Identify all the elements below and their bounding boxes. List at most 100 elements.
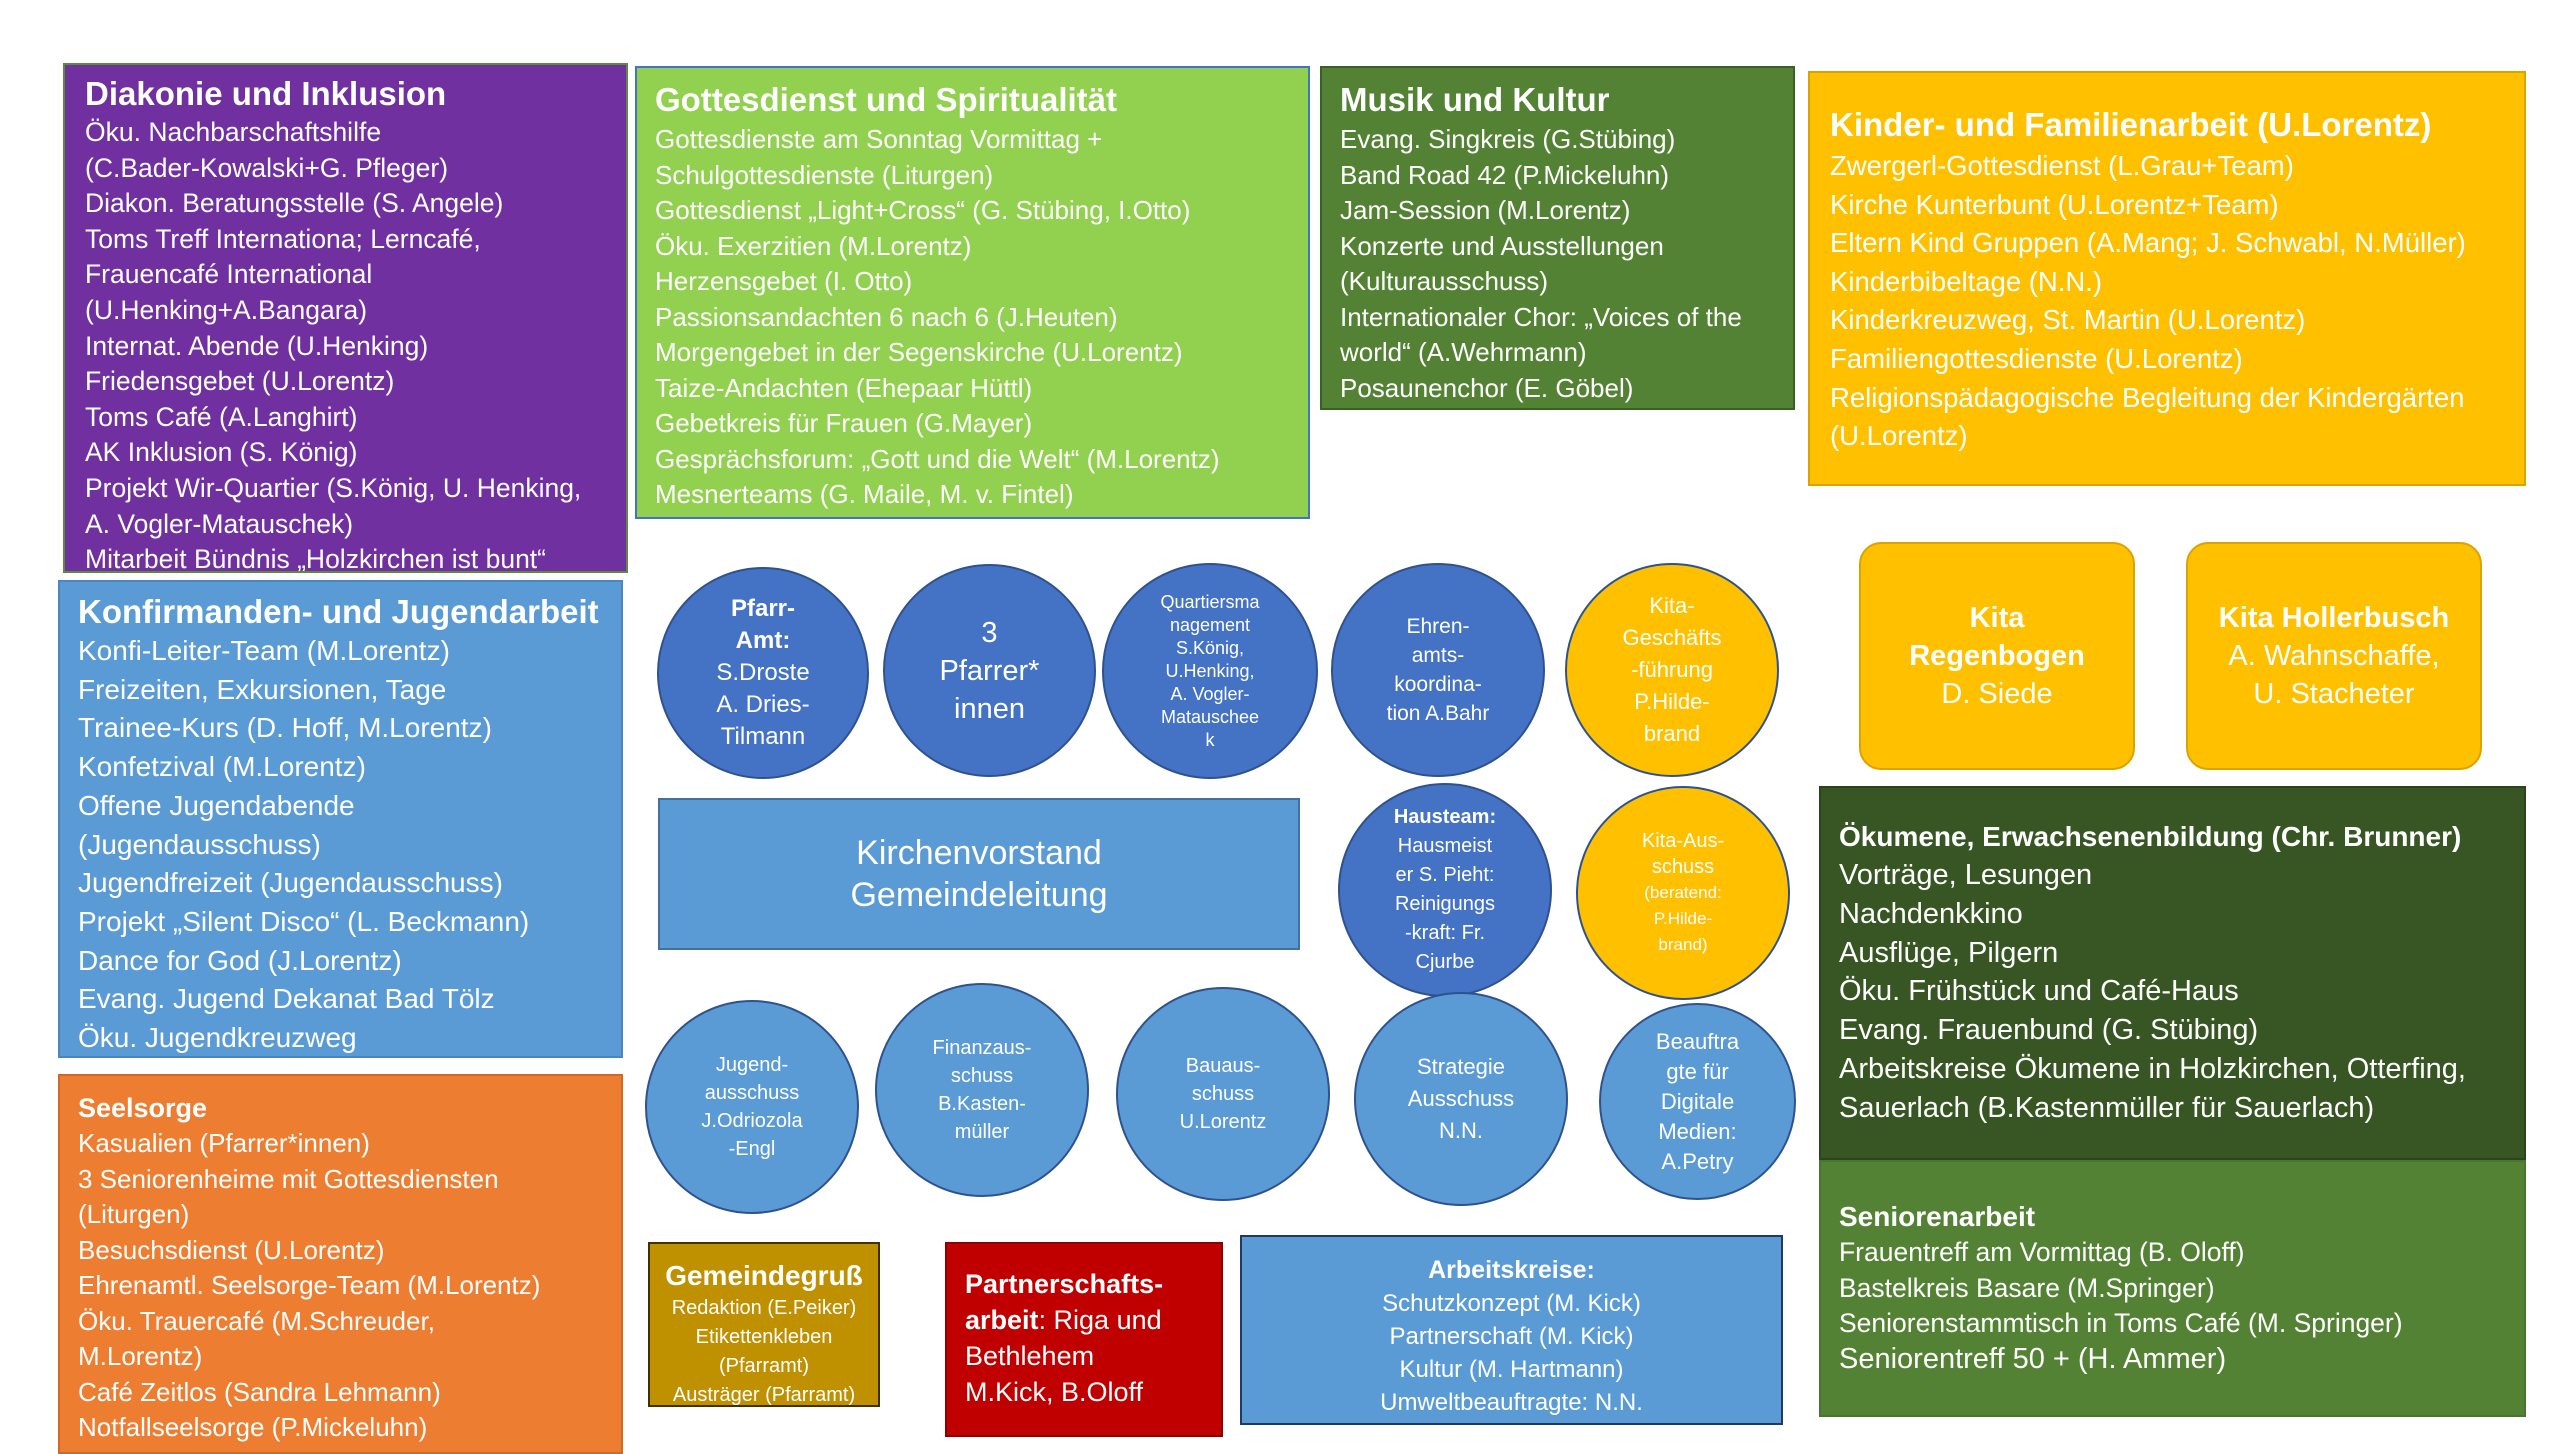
list-item: Internationaler Chor: „Voices of the xyxy=(1340,301,1742,332)
list-item: Konfi-Leiter-Team (M.Lorentz) xyxy=(78,635,450,666)
circle-text: er S. Pieht: xyxy=(1395,864,1495,886)
circle-text: S.Droste xyxy=(716,659,810,686)
senioren-title: Seniorenarbeit xyxy=(1839,1201,2036,1232)
list-item: Notfallseelsorge (P.Mickeluhn) xyxy=(78,1412,428,1442)
circle-text: Kita- xyxy=(1649,593,1695,618)
list-item: Familiengottesdienste (U.Lorentz) xyxy=(1830,342,2243,374)
gottesdienst-box: Gottesdienst und Spiritualität Gottesdie… xyxy=(635,66,1310,519)
list-item: Sauerlach (B.Kastenmüller für Sauerlach) xyxy=(1839,1091,2375,1124)
senioren-box: Seniorenarbeit Frauentreff am Vormittag … xyxy=(1819,1160,2526,1417)
ehrenamt-circle: Ehren- amts- koordina- tion A.Bahr xyxy=(1331,563,1545,777)
circle-text: -führung xyxy=(1631,657,1713,682)
arbeitskreise-box: Arbeitskreise: Schutzkonzept (M. Kick) P… xyxy=(1240,1235,1783,1425)
list-item: A. Vogler-Matauschek) xyxy=(85,508,354,539)
list-item: Schulgottesdienste (Liturgen) xyxy=(655,159,994,190)
arbeitskreise-title: Arbeitskreise: xyxy=(1428,1256,1595,1284)
circle-text: koordina- xyxy=(1394,673,1482,696)
circle-text: Matauschee xyxy=(1160,706,1260,727)
circle-text: -Engl xyxy=(728,1138,776,1160)
list-item: Trainee-Kurs (D. Hoff, M.Lorentz) xyxy=(78,712,492,744)
list-item: Eltern Kind Gruppen (A.Mang; J. Schwabl,… xyxy=(1830,227,2466,259)
list-item: Mitarbeit Bündnis „Holzkirchen ist bunt“ xyxy=(85,544,546,573)
list-item: Dance for God (J.Lorentz) xyxy=(78,944,402,976)
circle-text: Jugend- xyxy=(715,1054,789,1076)
list-item: AK Inklusion (S. König) xyxy=(85,437,358,468)
list-item: Religionspädagogische Begleitung der Kin… xyxy=(1830,381,2465,413)
konfi-title: Konfirmanden- und Jugendarbeit xyxy=(78,593,599,630)
circle-text: Bauaus- xyxy=(1185,1055,1261,1077)
musik-list: Evang. Singkreis (G.Stübing) Band Road 4… xyxy=(1340,122,1793,406)
circle-text: P.Hilde- xyxy=(1634,689,1710,714)
list-item: (Liturgen) xyxy=(78,1199,190,1229)
arbeitskreise-list: Schutzkonzept (M. Kick) Partnerschaft (M… xyxy=(1242,1287,1781,1419)
list-item: Besuchsdienst (U.Lorentz) xyxy=(78,1234,385,1265)
circle-text: Kita-Aus- xyxy=(1641,830,1725,852)
list-item: Friedensgebet (U.Lorentz) xyxy=(85,366,395,397)
kinder-list: Zwergerl-Gottesdienst (L.Grau+Team) Kirc… xyxy=(1830,147,2524,456)
list-item: Öku. Trauercafé (M.Schreuder, xyxy=(78,1305,435,1336)
circle-text: Strategie xyxy=(1416,1054,1506,1079)
musik-title: Musik und Kultur xyxy=(1340,81,1610,118)
circle-text: Ehren- xyxy=(1406,615,1470,638)
list-item: Mesnerteams (G. Maile, M. v. Fintel) xyxy=(655,479,1074,509)
list-item: Kirche Kunterbunt (U.Lorentz+Team) xyxy=(1830,188,2279,220)
list-item: M.Kick, B.Oloff xyxy=(965,1377,1144,1407)
list-item: Ausflüge, Pilgern xyxy=(1839,936,2059,969)
pfarramt-circle: Pfarr- Amt: S.Droste A. Dries- Tilmann xyxy=(657,567,869,779)
circle-text: Ausschuss xyxy=(1407,1086,1515,1111)
seelsorge-title: Seelsorge xyxy=(78,1093,208,1123)
list-item: Öku. Jugendkreuzweg xyxy=(78,1022,357,1054)
circle-text: 3 xyxy=(981,616,998,649)
list-item: (Kulturausschuss) xyxy=(1340,266,1549,296)
circle-text: gte für xyxy=(1666,1058,1729,1084)
partnerschaft-title: Partnerschafts- xyxy=(965,1269,1164,1299)
list-item: Projekt „Silent Disco“ (L. Beckmann) xyxy=(78,905,530,937)
list-item: (U.Henking+A.Bangara) xyxy=(85,294,368,325)
list-item: Arbeitskreise Ökumene in Holzkirchen, Ot… xyxy=(1839,1052,2466,1085)
list-item: Kinderbibeltage (N.N.) xyxy=(1830,265,2103,297)
list-item: Schutzkonzept (M. Kick) xyxy=(1382,1290,1641,1317)
list-item: Öku. Nachbarschaftshilfe xyxy=(85,117,382,147)
list-item: Zwergerl-Gottesdienst (L.Grau+Team) xyxy=(1830,150,2294,181)
kita-name: Regenbogen xyxy=(1909,640,2085,672)
list-item: Bastelkreis Basare (M.Springer) xyxy=(1839,1272,2215,1303)
kita-leitung: D. Siede xyxy=(1941,678,2053,710)
list-item: Umweltbeauftragte: N.N. xyxy=(1380,1389,1643,1416)
list-item: Gottesdienste am Sonntag Vormittag + xyxy=(655,124,1103,154)
circle-text: A.Petry xyxy=(1661,1148,1734,1174)
seelsorge-box: Seelsorge Kasualien (Pfarrer*innen) 3 Se… xyxy=(58,1074,623,1454)
partnerschaft-box: Partnerschafts- arbeit: Riga und Bethleh… xyxy=(945,1242,1223,1437)
circle-text: P.Hilde- xyxy=(1653,909,1713,928)
list-item: Konzerte und Ausstellungen xyxy=(1340,230,1664,261)
list-item: Partnerschaft (M. Kick) xyxy=(1389,1323,1634,1350)
circle-text: nagement xyxy=(1169,614,1251,635)
circle-text: -kraft: Fr. xyxy=(1405,922,1485,944)
circle-text: Geschäfts xyxy=(1622,625,1722,650)
kita-hollerbusch-box: Kita Hollerbusch A. Wahnschaffe, U. Stac… xyxy=(2186,542,2482,770)
circle-text: schuss xyxy=(1651,856,1715,878)
list-item: Konfetzival (M.Lorentz) xyxy=(78,751,366,783)
oekumene-title: Ökumene, Erwachsenenbildung (Chr. Brunne… xyxy=(1839,821,2462,852)
konfi-list: Konfi-Leiter-Team (M.Lorentz) Freizeiten… xyxy=(78,632,621,1056)
circle-text: Tilmann xyxy=(720,723,806,750)
gemeindegruss-title: Gemeindegruß xyxy=(665,1260,863,1291)
list-item: Kultur (M. Hartmann) xyxy=(1399,1356,1624,1383)
kita-regenbogen-box: Kita Regenbogen D. Siede xyxy=(1859,542,2135,770)
circle-text: B.Kasten- xyxy=(938,1093,1026,1115)
list-item: Austräger (Pfarramt) xyxy=(672,1384,856,1406)
circle-text: Quartiersma xyxy=(1160,591,1260,612)
list-item: Kinderkreuzweg, St. Martin (U.Lorentz) xyxy=(1830,304,2306,336)
list-item: world“ (A.Wehrmann) xyxy=(1340,337,1587,367)
circle-text: Reinigungs xyxy=(1394,893,1496,915)
list-item: Passionsandachten 6 nach 6 (J.Heuten) xyxy=(655,301,1118,332)
circle-text: Hausteam: xyxy=(1393,806,1497,828)
list-item: Jam-Session (M.Lorentz) xyxy=(1340,195,1631,225)
gemeindegruss-list: Redaktion (E.Peiker) Etikettenkleben (Pf… xyxy=(650,1294,878,1406)
kinder-title: Kinder- und Familienarbeit (U.Lorentz) xyxy=(1830,106,2432,143)
partnerschaft-title-end: arbeit xyxy=(965,1305,1039,1335)
list-item: 3 Seniorenheime mit Gottesdiensten xyxy=(78,1163,499,1194)
circle-text: Amt: xyxy=(735,627,791,654)
circle-text: A. Dries- xyxy=(716,691,810,718)
circle-text: N.N. xyxy=(1439,1118,1483,1143)
circle-text: Beauftra xyxy=(1655,1028,1740,1054)
